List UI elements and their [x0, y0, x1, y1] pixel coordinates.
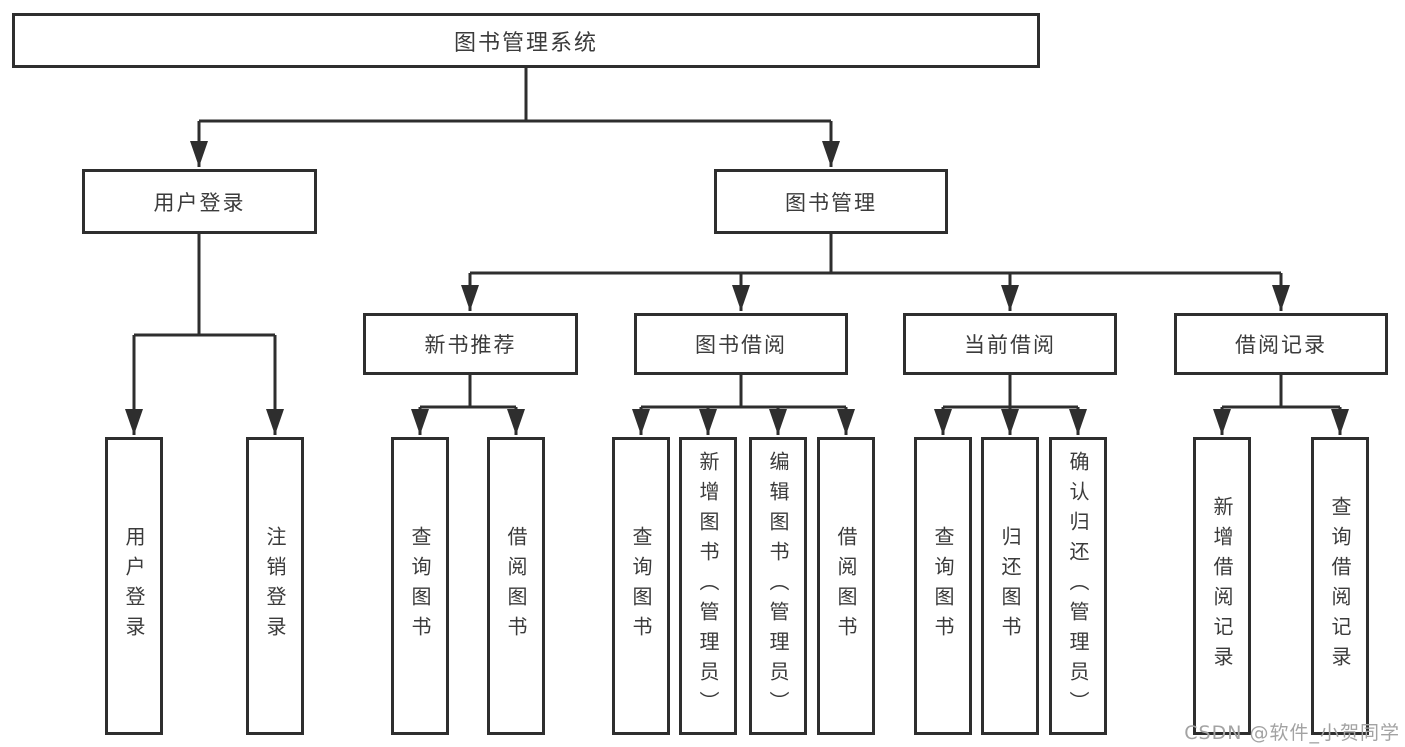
node-label: 借阅记录 [1235, 333, 1327, 357]
connector-records-split [1222, 375, 1340, 409]
node-label: 新增图书（管理员） [696, 451, 720, 721]
node-label: 注销登录 [263, 526, 287, 646]
watermark: CSDN @软件_小贺同学 [1184, 722, 1400, 744]
connector-root-split [199, 68, 831, 123]
leaf-user-login: 用户登录 [105, 437, 163, 735]
node-user-login: 用户登录 [82, 169, 317, 234]
leaf-query-books-current: 查询图书 [914, 437, 972, 735]
node-label: 编辑图书（管理员） [766, 451, 790, 721]
node-label: 查询图书 [931, 526, 955, 646]
leaf-query-books-recommend: 查询图书 [391, 437, 449, 735]
node-label: 新增借阅记录 [1210, 496, 1234, 676]
connector-book-mgmt-split [470, 234, 1281, 275]
node-library-management-system: 图书管理系统 [12, 13, 1040, 68]
node-label: 查询图书 [408, 526, 432, 646]
leaf-borrow-books-recommend: 借阅图书 [487, 437, 545, 735]
connector-current-borrow-split [943, 375, 1078, 409]
leaf-query-borrow-record: 查询借阅记录 [1311, 437, 1369, 735]
node-label: 借阅图书 [504, 526, 528, 646]
leaf-query-books-borrowing: 查询图书 [612, 437, 670, 735]
node-book-management: 图书管理 [714, 169, 948, 234]
leaf-logout: 注销登录 [246, 437, 304, 735]
leaf-confirm-return-admin: 确认归还（管理员） [1049, 437, 1107, 735]
node-label: 查询图书 [629, 526, 653, 646]
leaf-return-book: 归还图书 [981, 437, 1039, 735]
node-label: 当前借阅 [964, 333, 1056, 357]
node-label: 图书借阅 [695, 333, 787, 357]
connector-user-login-split [134, 234, 275, 337]
leaf-add-book-admin: 新增图书（管理员） [679, 437, 737, 735]
node-label: 新书推荐 [424, 333, 517, 357]
node-label: 归还图书 [998, 526, 1022, 646]
node-label: 图书管理系统 [453, 30, 598, 56]
node-label: 确认归还（管理员） [1066, 451, 1090, 721]
connector-new-book-split [420, 375, 516, 409]
leaf-edit-book-admin: 编辑图书（管理员） [749, 437, 807, 735]
node-book-borrowing: 图书借阅 [634, 313, 848, 375]
node-label: 查询借阅记录 [1328, 496, 1352, 676]
leaf-add-borrow-record: 新增借阅记录 [1193, 437, 1251, 735]
node-label: 图书管理 [785, 190, 877, 215]
node-current-borrowing: 当前借阅 [903, 313, 1117, 375]
node-label: 用户登录 [122, 526, 146, 646]
node-label: 借阅图书 [834, 526, 858, 646]
node-label: 用户登录 [153, 190, 246, 215]
node-new-book-recommend: 新书推荐 [363, 313, 578, 375]
leaf-borrow-books: 借阅图书 [817, 437, 875, 735]
connector-book-borrow-split [641, 375, 846, 409]
node-borrowing-records: 借阅记录 [1174, 313, 1388, 375]
